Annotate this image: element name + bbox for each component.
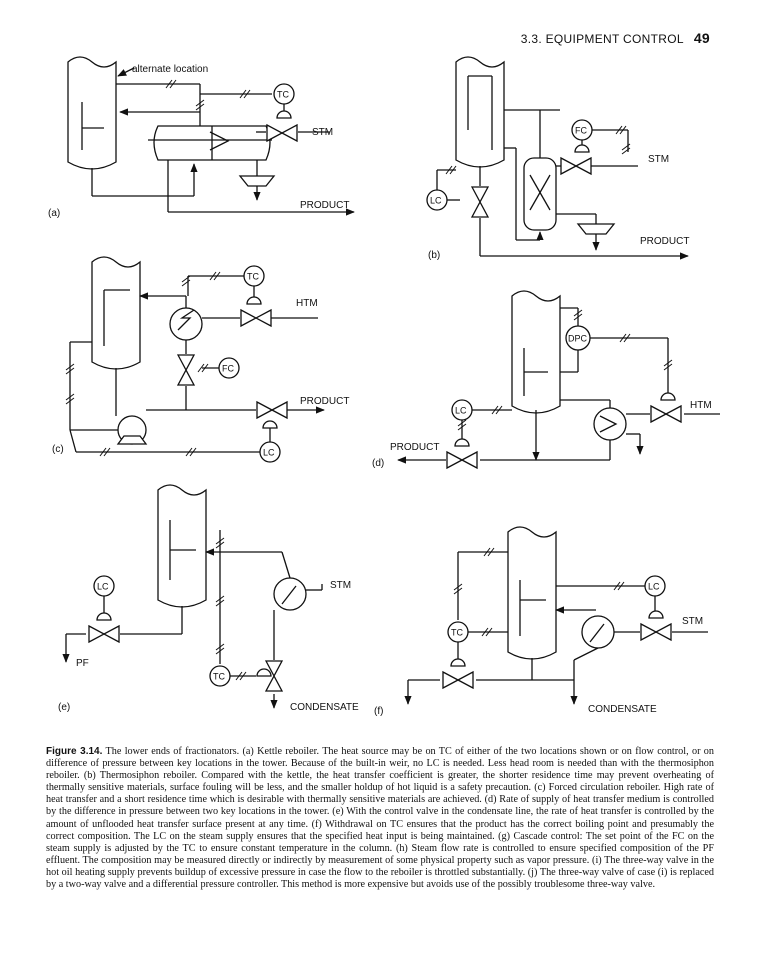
figure-3-14: alternate location TC STM PRODUCT (a) FC… (48, 56, 720, 717)
panel-label-a: (a) (48, 208, 60, 219)
caption-text: The lower ends of fractionators. (a) Ket… (46, 746, 714, 891)
recirc-valve-c (177, 354, 195, 386)
panel-label-f: (f) (374, 706, 383, 717)
valve-actuator-d (660, 392, 676, 401)
column-a (67, 56, 117, 170)
label-condensate-f: CONDENSATE (588, 704, 657, 715)
figure-caption: Figure 3.14. The lower ends of fractiona… (46, 746, 714, 891)
valve-actuator-c (246, 296, 262, 305)
steam-valve-f (640, 623, 672, 641)
bottoms-actuator-f (450, 658, 466, 667)
label-tc-c: TC (247, 272, 259, 282)
column-d (511, 290, 561, 414)
figure-number: Figure 3.14. (46, 746, 103, 757)
label-product-b: PRODUCT (640, 236, 689, 247)
condensate-actuator-e (256, 668, 272, 677)
htm-valve-d (650, 405, 682, 423)
running-header: 3.3. EQUIPMENT CONTROL 49 (521, 30, 710, 46)
label-product-a: PRODUCT (300, 200, 349, 211)
column-c (91, 256, 141, 370)
panel-label-b: (b) (428, 250, 440, 261)
signal-hash-marks (65, 79, 673, 681)
diagram-labels: alternate location TC STM PRODUCT (a) FC… (48, 64, 712, 717)
thermosiphon-exchanger (523, 157, 557, 231)
panel-d-dpc-control (397, 290, 720, 464)
label-dpc-d: DPC (568, 334, 588, 344)
steam-valve-b (560, 157, 592, 175)
steam-valve-a (266, 124, 298, 142)
column-b (455, 56, 505, 168)
pf-actuator-e (96, 612, 112, 621)
column-e (157, 484, 207, 608)
label-condensate-e: CONDENSATE (290, 702, 359, 713)
panel-label-e: (e) (58, 702, 70, 713)
product-actuator-c (262, 420, 278, 429)
label-stm-e: STM (330, 580, 351, 591)
htm-valve-c (240, 309, 272, 327)
label-stm-a: STM (312, 127, 333, 138)
reboiler-d (593, 407, 627, 441)
label-htm-c: HTM (296, 298, 318, 309)
label-lc-b: LC (430, 196, 442, 206)
bottoms-valve-f (442, 671, 474, 689)
section-title: 3.3. EQUIPMENT CONTROL (520, 32, 684, 46)
panel-b-thermosiphon-reboiler (426, 56, 689, 260)
label-tc-a: TC (277, 90, 289, 100)
label-stm-b: STM (648, 154, 669, 165)
panel-c-forced-circulation (69, 256, 325, 463)
label-stm-f: STM (682, 616, 703, 627)
label-tc-e: TC (213, 672, 225, 682)
panel-label-c: (c) (52, 444, 64, 455)
product-actuator-d (454, 438, 470, 447)
label-tc-f: TC (451, 628, 463, 638)
label-lc-d: LC (455, 406, 467, 416)
label-htm-d: HTM (690, 400, 712, 411)
product-valve-d (446, 451, 478, 469)
label-product-d: PRODUCT (390, 442, 439, 453)
label-fc-b: FC (575, 126, 587, 136)
label-fc-c: FC (222, 364, 234, 374)
valve-actuator-b (574, 144, 590, 153)
panel-e-condensate-control (62, 484, 323, 709)
forced-circulation-reboiler (169, 307, 203, 341)
valve-actuator-a (276, 110, 292, 119)
panel-f-tc-withdrawal (404, 526, 708, 705)
panel-label-d: (d) (372, 458, 384, 469)
column-f (507, 526, 557, 660)
pf-valve-e (88, 625, 120, 643)
product-valve-c (256, 401, 288, 419)
label-pf-e: PF (76, 658, 89, 669)
label-alternate-location: alternate location (132, 64, 208, 75)
label-lc-f: LC (648, 582, 660, 592)
label-lc-c: LC (263, 448, 275, 458)
label-product-c: PRODUCT (300, 396, 349, 407)
label-lc-e: LC (97, 582, 109, 592)
steam-actuator-f (648, 610, 664, 619)
page-number: 49 (693, 30, 710, 46)
bottoms-valve-b (471, 186, 489, 218)
